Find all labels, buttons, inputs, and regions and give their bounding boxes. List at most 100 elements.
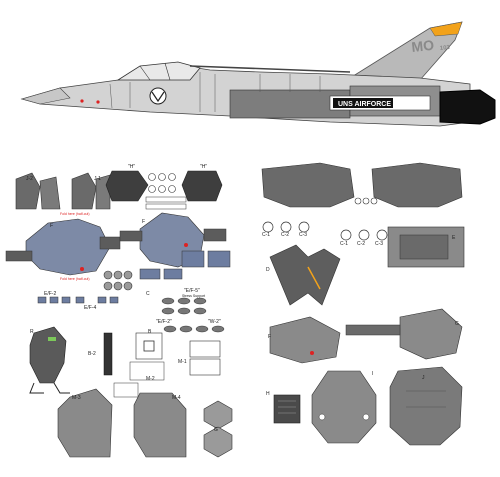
label-h-rs: H	[266, 391, 270, 397]
tail-stripe	[429, 21, 463, 37]
panel-lines	[109, 72, 321, 112]
label-c1a: C-1	[262, 232, 271, 238]
label-r: R	[30, 329, 34, 335]
label-m1: M-1	[178, 359, 187, 365]
part-g-2	[203, 426, 233, 458]
h-strip-2	[145, 203, 187, 210]
part-h-a	[105, 170, 149, 202]
label-f-left: F	[50, 223, 54, 229]
tail-code: MO	[411, 37, 435, 55]
part-h	[273, 394, 301, 424]
label-c2b: C-2	[357, 241, 366, 247]
label-c1b: C-1	[340, 241, 349, 247]
label-b2: B-2	[88, 351, 96, 357]
label-ef5-sub: Stress Support	[182, 294, 206, 298]
c-circles	[103, 270, 133, 291]
part-top-right	[371, 162, 463, 208]
label-m2: M-2	[146, 376, 155, 382]
left-parts-sheet	[5, 170, 233, 458]
g-rs-tab	[345, 324, 401, 336]
part-j-detail	[406, 390, 446, 408]
part-b-ring	[143, 340, 155, 352]
right-parts-sheet	[261, 162, 465, 446]
part-g-1	[203, 400, 233, 430]
f-right-blue-block-b	[207, 250, 231, 268]
f-rs-dot	[310, 351, 314, 355]
part-b2-box	[129, 361, 165, 381]
label-w2: "W-2"	[208, 319, 221, 325]
ef4-tiles	[37, 296, 119, 304]
label-h-b: "H"	[200, 164, 208, 170]
f-right-dot	[184, 243, 188, 247]
part-m3	[57, 388, 113, 458]
part-e-inner	[399, 234, 449, 260]
canopy-frame	[139, 62, 171, 81]
m1-panels	[189, 340, 221, 376]
r-legs	[29, 382, 70, 394]
h-strip-1	[145, 196, 187, 203]
label-f-right: F	[142, 219, 146, 225]
part-j2	[15, 172, 41, 210]
engine-nozzle	[439, 89, 496, 125]
c-rings-left	[262, 221, 310, 233]
fuselage-black-band	[333, 98, 393, 108]
label-e: E	[452, 235, 456, 241]
c-block-2	[163, 268, 183, 280]
c-rings-right	[340, 229, 388, 241]
label-e4: E/F-4	[84, 305, 97, 311]
tail-number: 103	[440, 45, 451, 52]
part-j2-b	[39, 176, 61, 210]
label-h-a: "H"	[128, 164, 136, 170]
part-m4	[133, 392, 187, 458]
f-right-tab	[119, 230, 143, 242]
part-h-detail	[278, 400, 296, 414]
part-m2	[113, 382, 139, 398]
label-d: D	[266, 267, 270, 273]
dorsal-strip	[189, 65, 351, 73]
c-block-1	[139, 268, 161, 280]
part-h-b	[181, 170, 223, 202]
part-i	[311, 370, 377, 444]
label-f-rs: F	[268, 334, 272, 340]
red-light-2	[96, 100, 100, 104]
nose-cone	[20, 87, 71, 105]
label-m4: M-4	[172, 395, 181, 401]
red-note-1: Fold here (half-cut)	[60, 212, 90, 216]
h-circles	[148, 173, 176, 193]
top-circles	[354, 197, 378, 205]
label-m3: M-3	[72, 395, 81, 401]
label-j1: J-1	[94, 176, 101, 182]
part-g-rs	[399, 308, 463, 360]
label-j2: J-2	[26, 176, 33, 182]
r-detail	[48, 337, 56, 341]
f-left-dot	[80, 267, 84, 271]
part-j	[389, 366, 463, 446]
roundel-icon	[149, 87, 167, 105]
label-g: G	[214, 427, 218, 433]
part-f-rs	[269, 316, 341, 364]
w2-ovals	[163, 325, 225, 333]
f-right-tab-b	[203, 228, 227, 242]
label-b: B	[148, 329, 152, 335]
part-d	[269, 244, 341, 306]
red-light-1	[80, 99, 84, 103]
f-left-wing	[5, 250, 33, 262]
label-c3b: C-3	[375, 241, 384, 247]
part-r	[29, 326, 67, 384]
canopy	[116, 61, 201, 81]
part-top-left	[261, 162, 355, 208]
label-i: I	[372, 371, 374, 377]
part-b2	[103, 332, 113, 376]
part-j1	[71, 172, 97, 210]
i-hole-a	[318, 413, 326, 421]
label-e2: E/F-2	[44, 291, 57, 297]
part-f-left	[25, 218, 111, 276]
i-hole-b	[362, 413, 370, 421]
f-right-blue-block	[181, 250, 205, 268]
red-note-2: Fold here (half-cut)	[60, 277, 90, 281]
label-j: J	[422, 375, 425, 381]
part-d-stripe	[307, 266, 321, 290]
fuselage-text: UNS AIRFORCE	[338, 101, 391, 108]
label-c2a: C-2	[281, 232, 290, 238]
